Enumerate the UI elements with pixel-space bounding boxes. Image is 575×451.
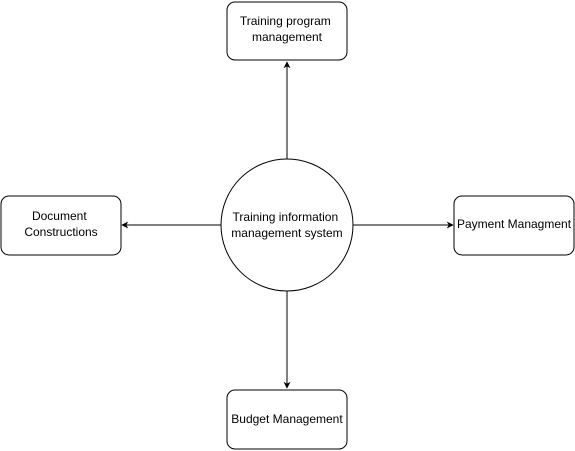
node-top-label-line-2: management bbox=[252, 30, 323, 44]
node-left-label-line-1: Document bbox=[32, 209, 87, 223]
node-left-label-line-2: Constructions bbox=[24, 225, 97, 239]
node-bottom-label: Budget Management bbox=[231, 412, 343, 426]
node-document-constructions[interactable]: Document Constructions bbox=[0, 195, 122, 256]
connectors bbox=[121, 61, 454, 389]
node-training-program-management[interactable]: Training program management bbox=[226, 1, 348, 61]
center-label-line-1: Training information bbox=[233, 210, 339, 224]
node-top-label-line-1: Training program bbox=[240, 14, 331, 28]
node-payment-managment[interactable]: Payment Managment bbox=[453, 195, 575, 256]
svg-text:Training program managem: Training program management bbox=[240, 14, 334, 44]
svg-text:Document Constructions: Document Constructions bbox=[24, 209, 97, 239]
svg-text:Budget Management: Budget Management bbox=[231, 412, 343, 426]
node-budget-management[interactable]: Budget Management bbox=[226, 389, 348, 450]
center-label-line-2: management system bbox=[231, 226, 342, 240]
svg-text:Training information man: Training information management system bbox=[231, 210, 342, 240]
center-training-information-management-system[interactable]: Training information management system bbox=[220, 158, 354, 292]
svg-text:Payment Managment: Payment Managment bbox=[457, 217, 572, 231]
node-right-label: Payment Managment bbox=[457, 217, 572, 231]
